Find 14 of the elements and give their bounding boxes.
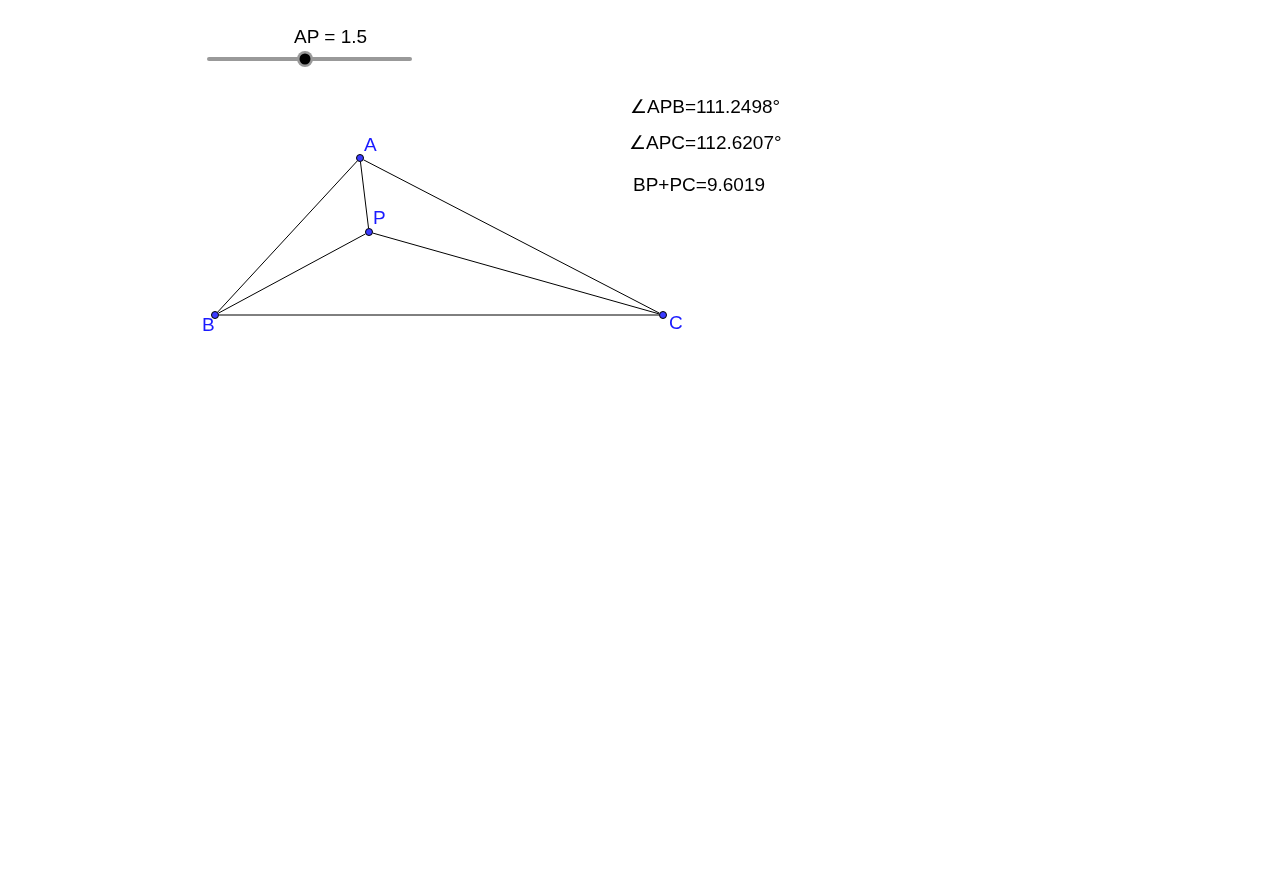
line-segment [218,314,660,316]
line-segment [372,232,660,315]
line-segment [360,161,369,229]
point-label: A [364,135,377,155]
line-segment [363,159,660,314]
slider-label: AP = 1.5 [294,26,368,48]
point-label: P [373,208,386,228]
angle-measure: ∠APB=111.2498° [630,96,781,118]
line-segment [217,160,358,313]
length-sum-measure: BP+PC=9.6019 [633,174,766,196]
angle-measure: ∠APC=112.6207° [629,132,782,154]
line-segment [218,233,366,314]
point-label: B [202,315,215,335]
point-label: C [669,313,683,333]
